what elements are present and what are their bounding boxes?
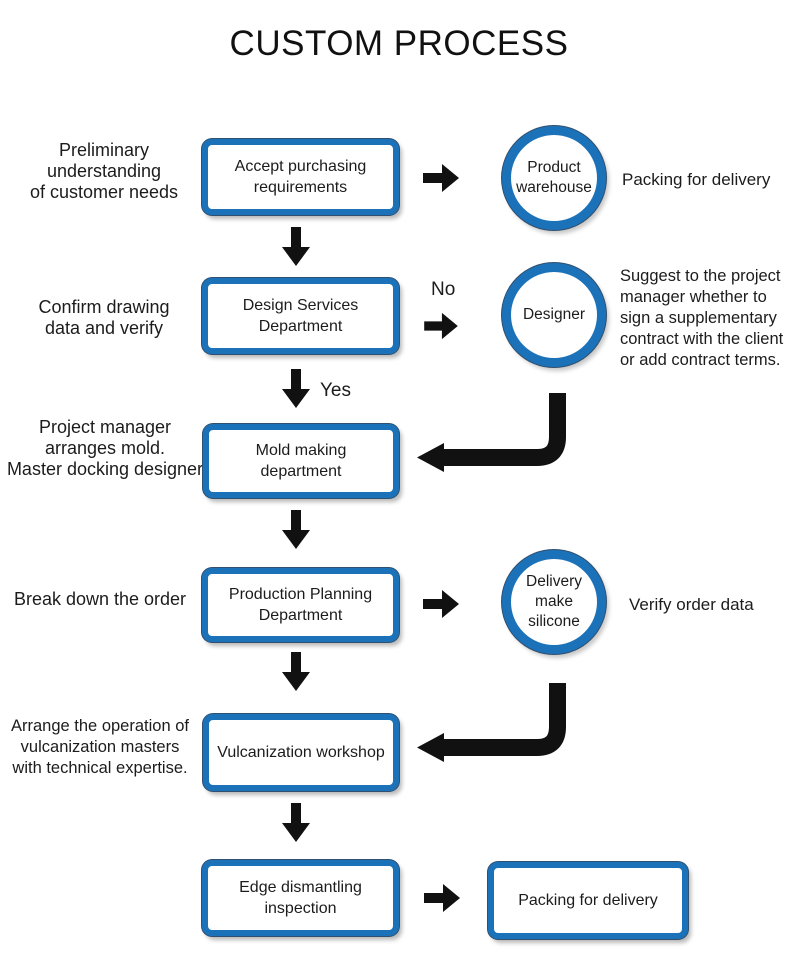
arrow-down-icon [282,369,310,413]
left-label-customer-needs: Preliminary understanding of customer ne… [29,140,179,202]
circle-delivery-make-silicone: Delivery make silicone [502,550,606,654]
left-label-break-down-order: Break down the order [13,589,187,609]
left-label-vulcanization-masters: Arrange the operation of vulcanization m… [11,717,189,777]
page-title: CUSTOM PROCESS [229,24,569,63]
left-label-project-manager: Project manager arranges mold. Master do… [6,417,204,479]
arrow-right-icon [423,163,459,198]
elbow-arrow-icon [410,681,570,778]
arrow-down-icon [282,227,310,271]
arrow-right-icon [423,589,459,624]
right-text-verify-order-data: Verify order data [629,595,754,614]
arrow-right-icon [424,312,458,345]
left-label-confirm-drawing: Confirm drawing data and verify [38,297,170,338]
process-box-edge-dismantling: Edge dismantling inspection [202,860,399,936]
process-box-vulcanization-workshop: Vulcanization workshop [203,714,399,791]
arrow-down-icon [282,652,310,696]
process-box-mold-making: Mold making department [203,424,399,498]
branch-label-no: No [431,279,456,300]
right-text-packing-for-delivery: Packing for delivery [622,170,771,189]
right-text-suggest-project-manager: Suggest to the project manager whether t… [620,267,784,369]
process-box-production-planning: Production Planning Department [202,568,399,642]
process-box-accept-purchasing: Accept purchasing requirements [202,139,399,215]
arrow-down-icon [282,803,310,847]
process-box-design-services: Design Services Department [202,278,399,354]
arrow-right-icon [424,883,460,918]
arrow-down-icon [282,510,310,554]
branch-label-yes: Yes [320,380,351,401]
process-box-packing-delivery: Packing for delivery [488,862,688,939]
circle-product-warehouse: Product warehouse [502,126,606,230]
elbow-arrow-icon [410,391,570,488]
circle-designer: Designer [502,263,606,367]
